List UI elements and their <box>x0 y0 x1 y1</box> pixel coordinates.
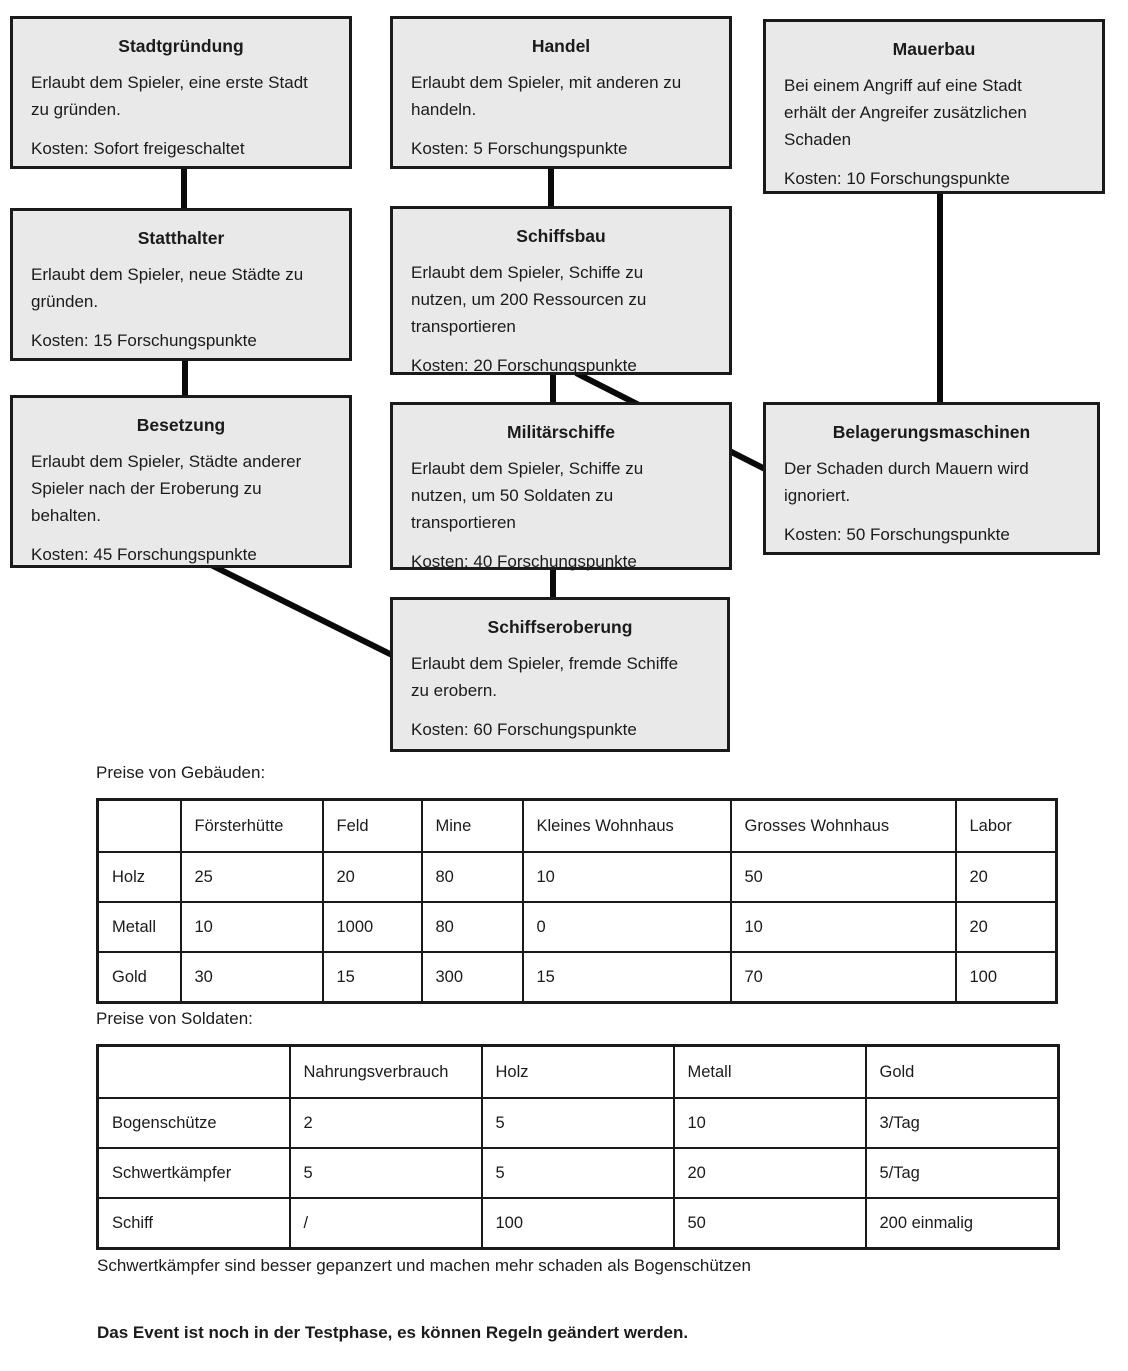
tech-node-schiffseroberung: Schiffseroberung Erlaubt dem Spieler, fr… <box>390 597 730 752</box>
test-phase-note: Das Event ist noch in der Testphase, es … <box>97 1323 689 1342</box>
row-label-cell: Metall <box>96 901 182 953</box>
value-cell: 5 <box>288 1147 483 1199</box>
tech-node-title: Stadtgründung <box>118 36 244 56</box>
soldiers-price-heading: Preise von Soldaten: <box>96 1009 253 1028</box>
value-cell: 50 <box>729 851 957 903</box>
tech-node-description: Erlaubt dem Spieler, mit anderen zu hand… <box>411 73 682 119</box>
value-cell: 10 <box>521 851 732 903</box>
tech-node-title: Handel <box>531 36 591 56</box>
table-header-row: Försterhütte Feld Mine Kleines Wohnhaus … <box>96 798 1058 853</box>
tech-node-statthalter: Statthalter Erlaubt dem Spieler, neue St… <box>10 208 352 361</box>
tech-node-title: Schiffsbau <box>516 226 606 246</box>
tech-node-cost: Kosten: 50 Forschungspunkte <box>784 525 1010 544</box>
value-cell: 20 <box>954 851 1058 903</box>
value-cell: 5/Tag <box>864 1147 1060 1199</box>
header-cell: Grosses Wohnhaus <box>729 798 957 853</box>
tech-node-description: Erlaubt dem Spieler, eine erste Stadt zu… <box>31 73 308 119</box>
tech-node-description: Erlaubt dem Spieler, Schiffe zu nutzen, … <box>411 263 647 336</box>
value-cell: 20 <box>672 1147 867 1199</box>
tech-node-handel: Handel Erlaubt dem Spieler, mit anderen … <box>390 16 732 169</box>
tech-node-belagerungsmaschinen: Belagerungsmaschinen Der Schaden durch M… <box>763 402 1100 555</box>
edge-besetzung-schiffseroberung <box>209 562 396 659</box>
value-cell: 3/Tag <box>864 1097 1060 1149</box>
tech-node-cost: Kosten: 15 Forschungspunkte <box>31 331 257 350</box>
row-label-cell: Schwertkämpfer <box>96 1147 291 1199</box>
tech-node-description: Erlaubt dem Spieler, Städte anderer Spie… <box>31 452 302 525</box>
soldiers-price-table: Nahrungsverbrauch Holz Metall Gold Bogen… <box>96 1044 1060 1250</box>
value-cell: 25 <box>179 851 324 903</box>
header-cell: Feld <box>321 798 423 853</box>
row-label-cell: Holz <box>96 851 182 903</box>
table-row-holz: Holz 25 20 80 10 50 20 <box>96 851 1058 903</box>
tech-node-cost: Kosten: 45 Forschungspunkte <box>31 545 257 564</box>
table-header-row: Nahrungsverbrauch Holz Metall Gold <box>96 1044 1060 1099</box>
table-row-schwertkaempfer: Schwertkämpfer 5 5 20 5/Tag <box>96 1147 1060 1199</box>
table-row-bogenschuetze: Bogenschütze 2 5 10 3/Tag <box>96 1097 1060 1149</box>
tech-node-cost: Kosten: 10 Forschungspunkte <box>784 169 1010 188</box>
tech-node-title: Militärschiffe <box>507 422 615 442</box>
tech-node-cost: Kosten: 5 Forschungspunkte <box>411 139 628 158</box>
tech-node-title: Statthalter <box>137 228 225 248</box>
tech-node-stadtgruendung: Stadtgründung Erlaubt dem Spieler, eine … <box>10 16 352 169</box>
value-cell: 1000 <box>321 901 423 953</box>
header-cell: Nahrungsverbrauch <box>288 1044 483 1099</box>
row-label-cell: Schiff <box>96 1197 291 1250</box>
tech-node-description: Erlaubt dem Spieler, neue Städte zu grün… <box>31 265 304 311</box>
value-cell: 30 <box>179 951 324 1004</box>
header-cell: Kleines Wohnhaus <box>521 798 732 853</box>
value-cell: 200 einmalig <box>864 1197 1060 1250</box>
header-cell <box>96 1044 291 1099</box>
value-cell: 100 <box>480 1197 675 1250</box>
table-row-metall: Metall 10 1000 80 0 10 20 <box>96 901 1058 953</box>
value-cell: 15 <box>321 951 423 1004</box>
value-cell: / <box>288 1197 483 1250</box>
value-cell: 300 <box>420 951 524 1004</box>
value-cell: 20 <box>954 901 1058 953</box>
header-cell: Försterhütte <box>179 798 324 853</box>
value-cell: 5 <box>480 1097 675 1149</box>
table-row-schiff: Schiff / 100 50 200 einmalig <box>96 1197 1060 1250</box>
header-cell: Metall <box>672 1044 867 1099</box>
tech-node-schiffsbau: Schiffsbau Erlaubt dem Spieler, Schiffe … <box>390 206 732 375</box>
value-cell: 2 <box>288 1097 483 1149</box>
tech-node-description: Erlaubt dem Spieler, Schiffe zu nutzen, … <box>411 459 644 532</box>
tech-node-title: Mauerbau <box>892 39 976 59</box>
header-cell <box>96 798 182 853</box>
tech-node-cost: Kosten: Sofort freigeschaltet <box>31 139 245 158</box>
value-cell: 0 <box>521 901 732 953</box>
header-cell: Gold <box>864 1044 1060 1099</box>
tech-node-militaerschiffe: Militärschiffe Erlaubt dem Spieler, Schi… <box>390 402 732 571</box>
tech-node-cost: Kosten: 60 Forschungspunkte <box>411 720 637 739</box>
tech-node-description: Bei einem Angriff auf eine Stadt erhält … <box>784 76 1027 149</box>
tech-node-description: Erlaubt dem Spieler, fremde Schiffe zu e… <box>411 654 679 700</box>
tech-node-cost: Kosten: 40 Forschungspunkte <box>411 552 637 571</box>
header-cell: Holz <box>480 1044 675 1099</box>
tech-node-title: Belagerungsmaschinen <box>832 422 1031 442</box>
tech-node-description: Der Schaden durch Mauern wird ignoriert. <box>784 459 1029 505</box>
tech-node-title: Schiffseroberung <box>487 617 633 637</box>
value-cell: 10 <box>672 1097 867 1149</box>
value-cell: 50 <box>672 1197 867 1250</box>
value-cell: 70 <box>729 951 957 1004</box>
header-cell: Labor <box>954 798 1058 853</box>
tech-node-cost: Kosten: 20 Forschungspunkte <box>411 356 637 375</box>
value-cell: 100 <box>954 951 1058 1004</box>
row-label-cell: Bogenschütze <box>96 1097 291 1149</box>
tech-node-besetzung: Besetzung Erlaubt dem Spieler, Städte an… <box>10 395 352 568</box>
value-cell: 10 <box>179 901 324 953</box>
value-cell: 10 <box>729 901 957 953</box>
header-cell: Mine <box>420 798 524 853</box>
tech-node-title: Besetzung <box>136 415 226 435</box>
buildings-price-heading: Preise von Gebäuden: <box>96 763 266 782</box>
value-cell: 20 <box>321 851 423 903</box>
value-cell: 5 <box>480 1147 675 1199</box>
row-label-cell: Gold <box>96 951 182 1004</box>
buildings-price-table: Försterhütte Feld Mine Kleines Wohnhaus … <box>96 798 1058 1004</box>
soldier-comparison-note: Schwertkämpfer sind besser gepanzert und… <box>97 1256 751 1275</box>
value-cell: 15 <box>521 951 732 1004</box>
value-cell: 80 <box>420 901 524 953</box>
table-row-gold: Gold 30 15 300 15 70 100 <box>96 951 1058 1004</box>
tech-node-mauerbau: Mauerbau Bei einem Angriff auf eine Stad… <box>763 19 1105 194</box>
value-cell: 80 <box>420 851 524 903</box>
